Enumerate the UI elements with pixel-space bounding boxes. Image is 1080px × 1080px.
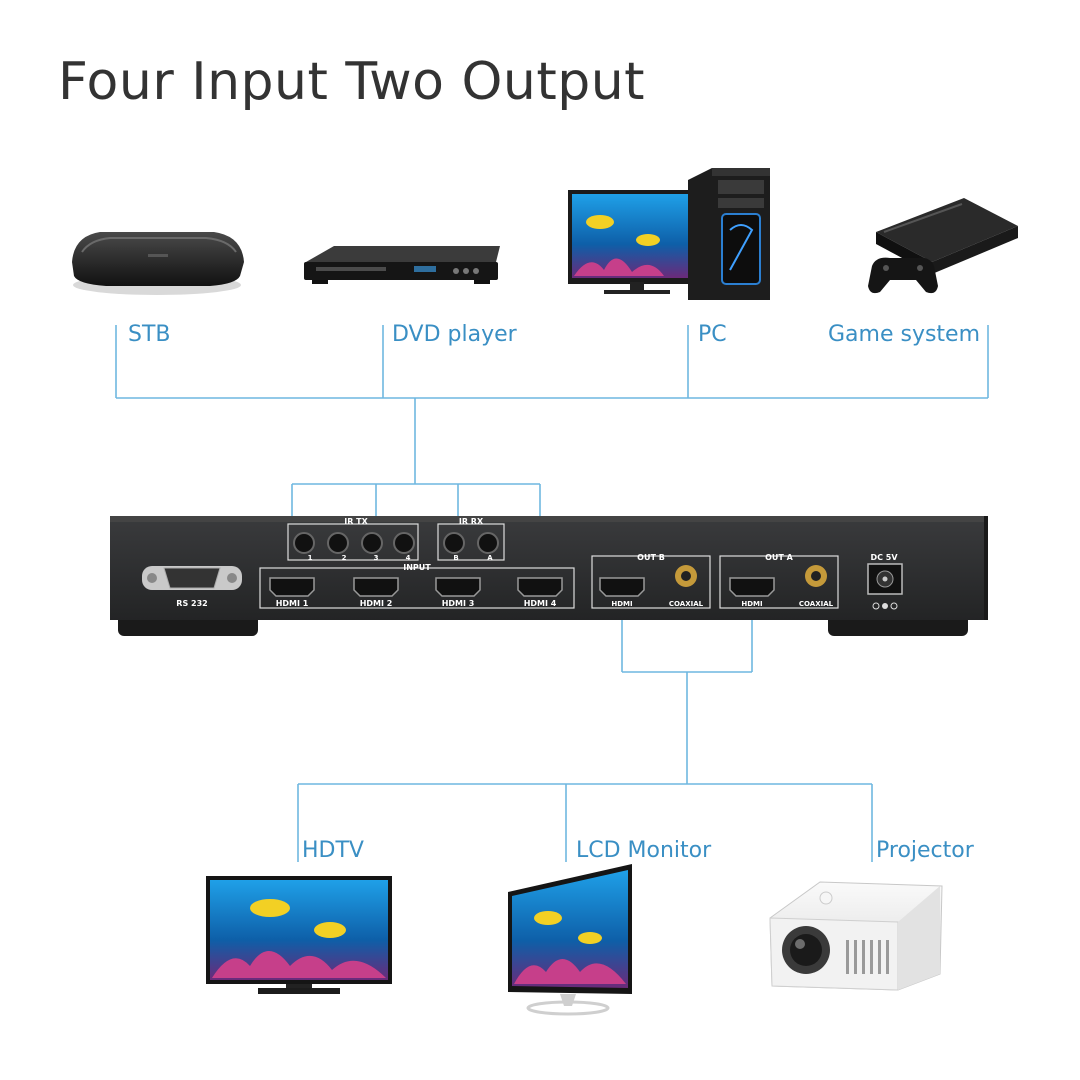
hdmi-input-group: INPUT HDMI 1 HDMI 2 HDMI 3 HDMI 4	[259, 563, 575, 609]
hdmi-input-2: HDMI 2	[360, 599, 393, 608]
out-a-label: OUT A	[765, 553, 794, 562]
input-label: INPUT	[403, 563, 431, 572]
rs232-port: RS 232	[142, 566, 242, 608]
ir-rx-label: IR RX	[459, 517, 484, 526]
set-top-box-icon	[72, 232, 244, 295]
ir-tx-group: IR TX 1 2 3 4	[287, 517, 419, 562]
input-label-pc: PC	[698, 322, 727, 347]
hdmi-input-4: HDMI 4	[524, 599, 557, 608]
ir-tx-label: IR TX	[344, 517, 368, 526]
out-b-label: OUT B	[637, 553, 665, 562]
ir-rx-group: IR RX B A	[437, 517, 505, 562]
hdtv-icon	[206, 876, 392, 994]
output-label-hdtv: HDTV	[302, 838, 364, 863]
out-a-coaxial: COAXIAL	[799, 600, 834, 608]
ir-rx-port-b: B	[453, 554, 458, 562]
ir-tx-port-4: 4	[406, 554, 411, 562]
ir-tx-port-1: 1	[308, 554, 313, 562]
connector-lines	[115, 325, 989, 862]
output-label-projector: Projector	[876, 838, 974, 863]
dc-label: DC 5V	[870, 553, 898, 562]
game-console-icon	[868, 198, 1018, 294]
input-label-dvd: DVD player	[392, 322, 517, 347]
desktop-pc-icon	[568, 168, 770, 300]
rs232-label: RS 232	[176, 599, 207, 608]
hdmi-input-3: HDMI 3	[442, 599, 475, 608]
out-b-coaxial: COAXIAL	[669, 600, 704, 608]
hdmi-matrix-device: RS 232 IR TX 1 2 3 4 IR RX B A INPU	[110, 516, 988, 636]
hdmi-input-1: HDMI 1	[276, 599, 309, 608]
page-title: Four Input Two Output	[58, 52, 646, 112]
dvd-player-icon	[304, 246, 500, 284]
out-b-hdmi: HDMI	[611, 600, 632, 608]
output-a-group: OUT A HDMI COAXIAL	[719, 553, 839, 609]
ir-rx-port-a: A	[487, 554, 493, 562]
out-a-hdmi: HDMI	[741, 600, 762, 608]
ir-tx-port-2: 2	[342, 554, 347, 562]
projector-icon	[769, 881, 943, 991]
dc-power-port: DC 5V	[867, 553, 903, 610]
ir-tx-port-3: 3	[374, 554, 379, 562]
input-label-stb: STB	[128, 322, 171, 347]
lcd-monitor-icon	[508, 864, 632, 1016]
input-label-game: Game system	[828, 322, 981, 347]
output-b-group: OUT B HDMI COAXIAL	[591, 553, 711, 609]
output-label-lcd: LCD Monitor	[576, 838, 712, 863]
